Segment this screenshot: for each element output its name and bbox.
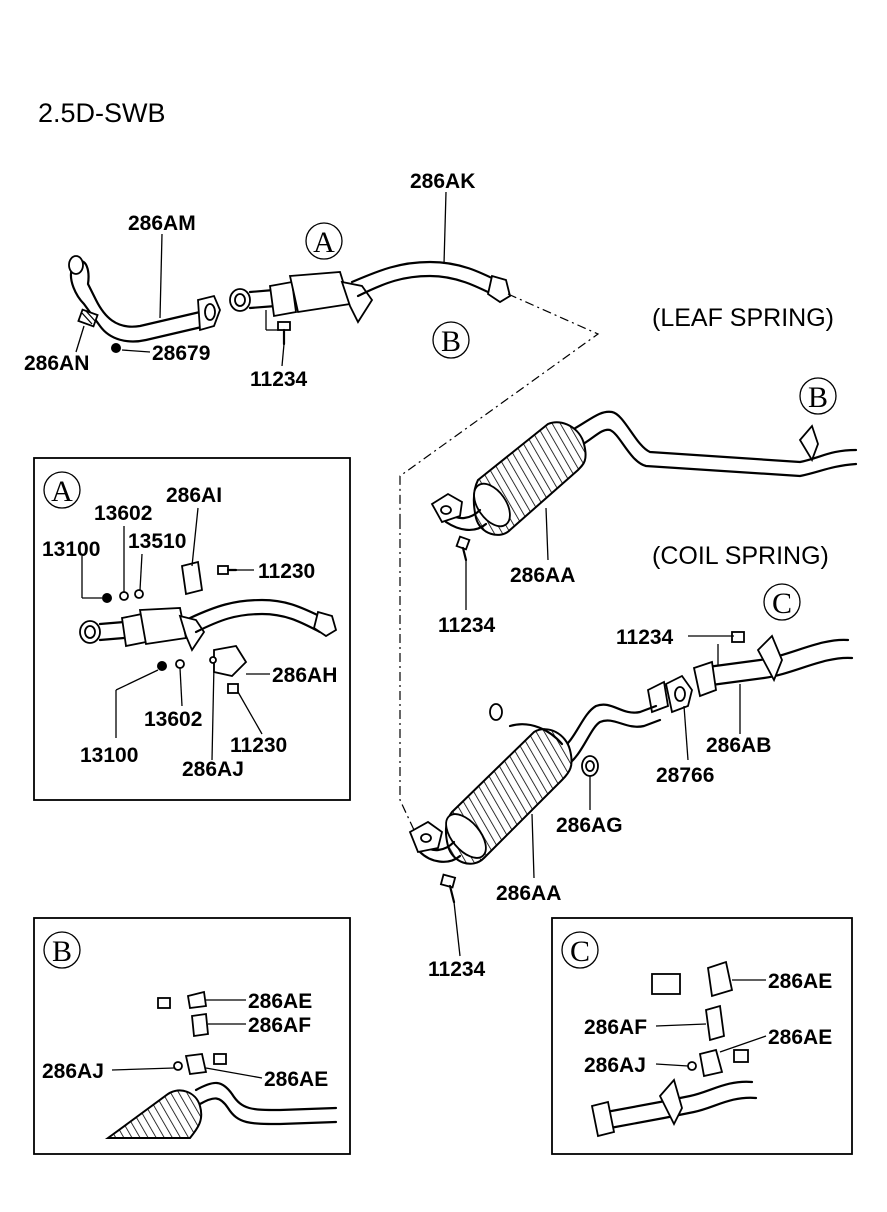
label-a-13100-bottom: 13100: [80, 744, 138, 767]
label-286AM: 286AM: [128, 212, 196, 235]
label-a-13100-top: 13100: [42, 538, 100, 561]
label-c-286AE-bottom: 286AE: [768, 1026, 832, 1049]
gasket-28766: [646, 674, 693, 714]
label-b-286AE-top: 286AE: [248, 990, 312, 1013]
nut-13100-bottom: [157, 661, 167, 671]
label-28679: 28679: [152, 342, 210, 365]
washer-13602-top: [119, 591, 129, 601]
callout-c-detail: C: [561, 931, 599, 969]
label-286AA-coil: 286AA: [496, 882, 561, 905]
label-286AN: 286AN: [24, 352, 89, 375]
label-a-11230-top: 11230: [258, 560, 315, 583]
callout-a-top: A: [305, 222, 343, 260]
callout-a-detail: A: [43, 471, 81, 509]
svg-text:C: C: [772, 587, 792, 620]
detail-c-assembly: [590, 960, 758, 1138]
nut-28679: [111, 343, 121, 353]
label-286AA-leaf: 286AA: [510, 564, 575, 587]
label-11234-coil-bottom: 11234: [428, 958, 486, 981]
svg-text:A: A: [313, 226, 335, 259]
detail-box-c: [551, 917, 853, 1155]
washer-13510: [134, 589, 144, 599]
svg-text:B: B: [52, 935, 72, 968]
label-a-286AJ: 286AJ: [182, 758, 244, 781]
svg-text:B: B: [808, 381, 828, 414]
label-286AB: 286AB: [706, 734, 771, 757]
bolt-11230-top: [217, 565, 238, 575]
center-pipe-286AK: [229, 260, 512, 331]
label-a-13602-bottom: 13602: [144, 708, 202, 731]
label-b-286AE-bottom: 286AE: [264, 1068, 328, 1091]
svg-text:C: C: [570, 935, 590, 968]
detail-box-b: [33, 917, 351, 1155]
bolt-11234-coil-bottom: [439, 873, 457, 904]
detail-a-assembly: [79, 560, 338, 677]
callout-b-leaf: B: [799, 377, 837, 415]
label-b-286AJ: 286AJ: [42, 1060, 104, 1083]
label-286AK: 286AK: [410, 170, 475, 193]
front-pipe-286AM: [68, 255, 221, 343]
tail-pipe-286AB: [692, 631, 854, 698]
svg-text:A: A: [51, 475, 73, 508]
note-leaf-spring: (LEAF SPRING): [652, 304, 834, 332]
note-coil-spring: (COIL SPRING): [652, 542, 829, 570]
label-11234-leaf: 11234: [438, 614, 496, 637]
gasket-286AG: [581, 755, 599, 777]
callout-c-coil: C: [763, 583, 801, 621]
nut-13100-top: [102, 593, 112, 603]
leader-lines: [75, 191, 767, 1079]
muffler-286AA-leaf: [430, 410, 858, 536]
label-a-13510: 13510: [128, 530, 186, 553]
label-a-286AI: 286AI: [166, 484, 222, 507]
connection-line-coil: [399, 520, 415, 831]
label-c-286AF: 286AF: [584, 1016, 647, 1039]
bolt-11234-top: [277, 321, 291, 346]
label-c-286AJ: 286AJ: [584, 1054, 646, 1077]
callout-b-detail: B: [43, 931, 81, 969]
washer-13602-bottom: [175, 659, 185, 669]
label-a-11230-bottom: 11230: [230, 734, 287, 757]
detail-box-a: [33, 457, 351, 801]
spring-286AN: [77, 308, 99, 328]
label-a-13602-top: 13602: [94, 502, 152, 525]
label-28766: 28766: [656, 764, 714, 787]
detail-b-assembly: [104, 990, 338, 1139]
bolt-11230-bottom: [227, 683, 239, 694]
diagram-title: 2.5D-SWB: [38, 98, 166, 128]
label-c-286AE-top: 286AE: [768, 970, 832, 993]
svg-text:B: B: [441, 325, 461, 358]
label-b-286AF: 286AF: [248, 1014, 311, 1037]
label-286AG: 286AG: [556, 814, 623, 837]
label-11234-top: 11234: [250, 368, 308, 391]
bolt-11234-leaf: [455, 535, 471, 562]
muffler-286AA-coil: [408, 703, 662, 865]
label-a-286AH: 286AH: [272, 664, 337, 687]
label-11234-coil-top: 11234: [616, 626, 674, 649]
callout-b-top: B: [432, 321, 470, 359]
connection-line-leaf: [399, 293, 600, 520]
washer-286AJ-a: [209, 656, 217, 664]
